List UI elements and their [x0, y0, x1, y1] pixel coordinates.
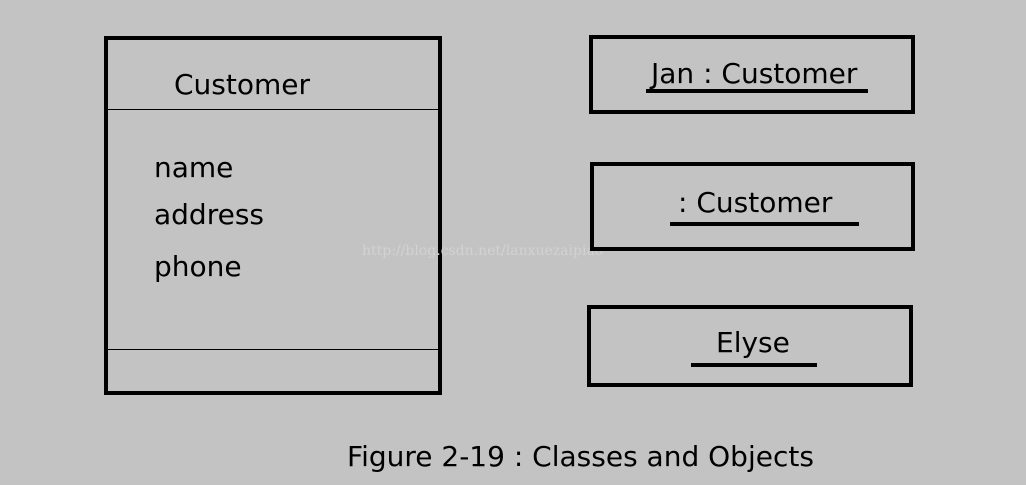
- object-box-anonymous: : Customer: [590, 162, 915, 251]
- object-box-jan: Jan : Customer: [589, 35, 915, 114]
- attribute-phone: phone: [154, 250, 242, 283]
- watermark: http://blog.csdn.net/lanxuezaipiao: [362, 243, 604, 259]
- figure-caption: Figure 2-19 : Classes and Objects: [347, 440, 814, 473]
- object-label-elyse: Elyse: [716, 326, 790, 359]
- customer-class-box: Customer name address phone: [104, 36, 442, 395]
- attribute-address: address: [154, 198, 265, 231]
- attribute-name: name: [154, 151, 234, 184]
- object-underline-elyse: [691, 363, 817, 367]
- class-name-divider: [108, 109, 438, 110]
- object-label-jan: Jan : Customer: [651, 57, 858, 90]
- class-name: Customer: [174, 68, 311, 101]
- object-underline-anonymous: [670, 222, 859, 226]
- object-underline-jan: [646, 89, 868, 93]
- object-box-elyse: Elyse: [587, 305, 913, 387]
- operations-divider: [108, 349, 438, 350]
- object-label-anonymous: : Customer: [678, 186, 833, 219]
